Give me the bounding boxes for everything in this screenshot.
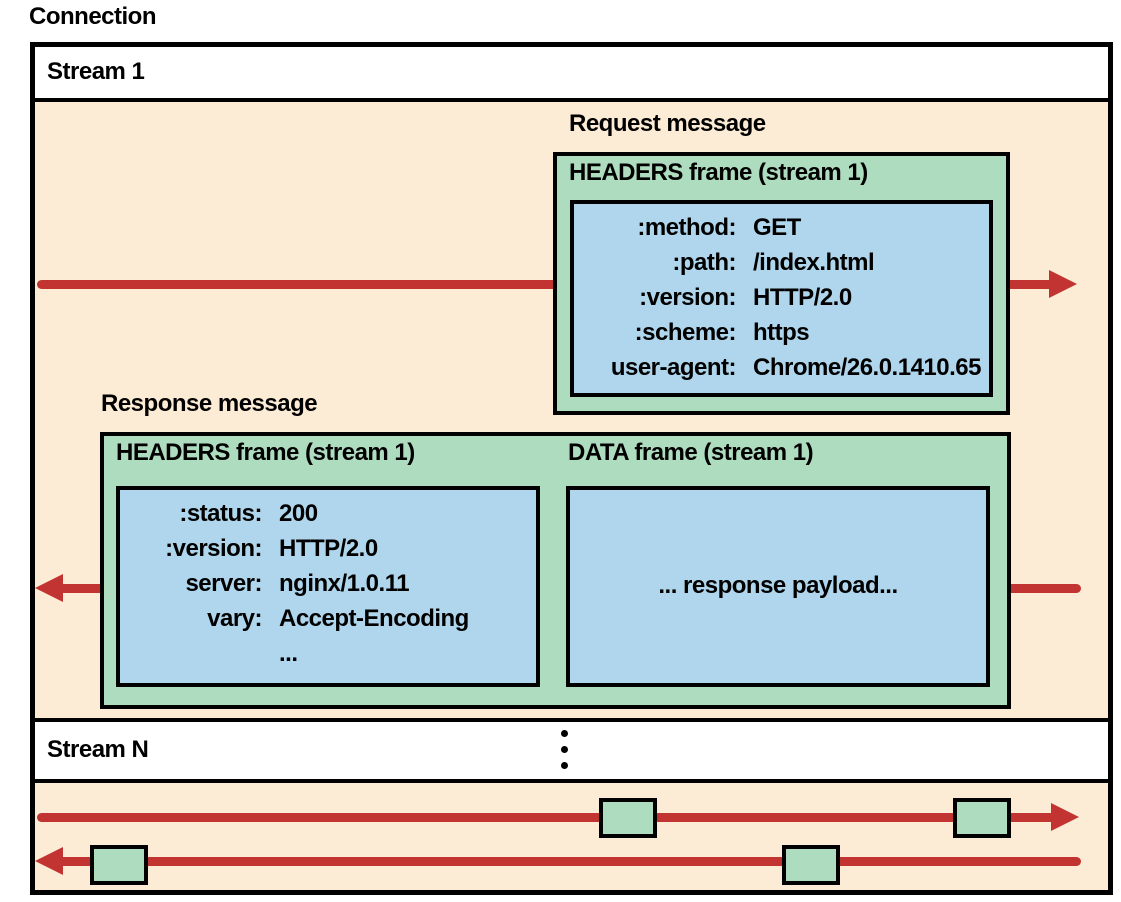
frame-chip (782, 845, 840, 885)
frame-chip (599, 798, 657, 838)
connection-box: Stream 1 Request message HEADERS frame (… (30, 42, 1113, 895)
frame-chip (953, 798, 1011, 838)
header-key: :status: (179, 500, 262, 527)
header-value: https (753, 319, 810, 346)
streamN-label: Stream N (47, 736, 149, 764)
request-arrow-line (37, 280, 1049, 289)
header-key: :path: (672, 249, 736, 276)
header-value: /index.html (753, 249, 875, 276)
streamN-request-arrow-line (37, 813, 1051, 822)
request-message-label: Request message (569, 110, 766, 137)
response-payload-box: ... response payload... (566, 486, 990, 687)
header-value: HTTP/2.0 (279, 535, 378, 562)
header-value: GET (753, 214, 801, 241)
header-key: vary: (207, 605, 262, 632)
request-headers-box: :method: GET :path: /index.html :version… (570, 200, 993, 397)
header-value: 200 (279, 500, 318, 527)
stream1-label: Stream 1 (47, 58, 145, 86)
response-headers-frame-title: HEADERS frame (stream 1) (116, 439, 415, 466)
response-frame: HEADERS frame (stream 1) DATA frame (str… (100, 432, 1011, 709)
header-value: Chrome/26.0.1410.65 (753, 354, 981, 381)
header-value: HTTP/2.0 (753, 284, 852, 311)
request-headers-frame: HEADERS frame (stream 1) :method: GET :p… (553, 152, 1010, 415)
response-payload-text: ... response payload... (658, 572, 898, 600)
response-message-label: Response message (101, 390, 318, 417)
response-headers-box: :status: 200 :version: HTTP/2.0 server: … (116, 486, 540, 687)
header-value: nginx/1.0.11 (279, 570, 410, 597)
stream1-bar: Stream 1 (35, 47, 1108, 102)
streamN-response-arrowhead-left-icon (35, 847, 63, 875)
header-key: server: (185, 570, 262, 597)
header-key: :scheme: (634, 319, 737, 346)
header-key (132, 636, 262, 671)
header-key: :version: (165, 535, 262, 562)
request-arrowhead-right-icon (1049, 270, 1077, 298)
header-value: ... (279, 640, 298, 667)
header-key: :version: (639, 284, 736, 311)
header-key: :method: (637, 214, 736, 241)
vertical-ellipsis-icon (561, 730, 568, 769)
streamN-bar: Stream N (35, 718, 1108, 783)
connection-label: Connection (29, 3, 157, 30)
frame-chip (90, 845, 148, 885)
response-data-frame-title: DATA frame (stream 1) (568, 439, 814, 466)
streamN-response-arrow-line (59, 857, 1081, 866)
streamN-request-arrowhead-right-icon (1051, 803, 1079, 831)
request-frame-title: HEADERS frame (stream 1) (569, 159, 868, 186)
header-key: user-agent: (610, 354, 737, 381)
header-value: Accept-Encoding (279, 605, 469, 632)
response-arrowhead-left-icon (35, 574, 63, 602)
